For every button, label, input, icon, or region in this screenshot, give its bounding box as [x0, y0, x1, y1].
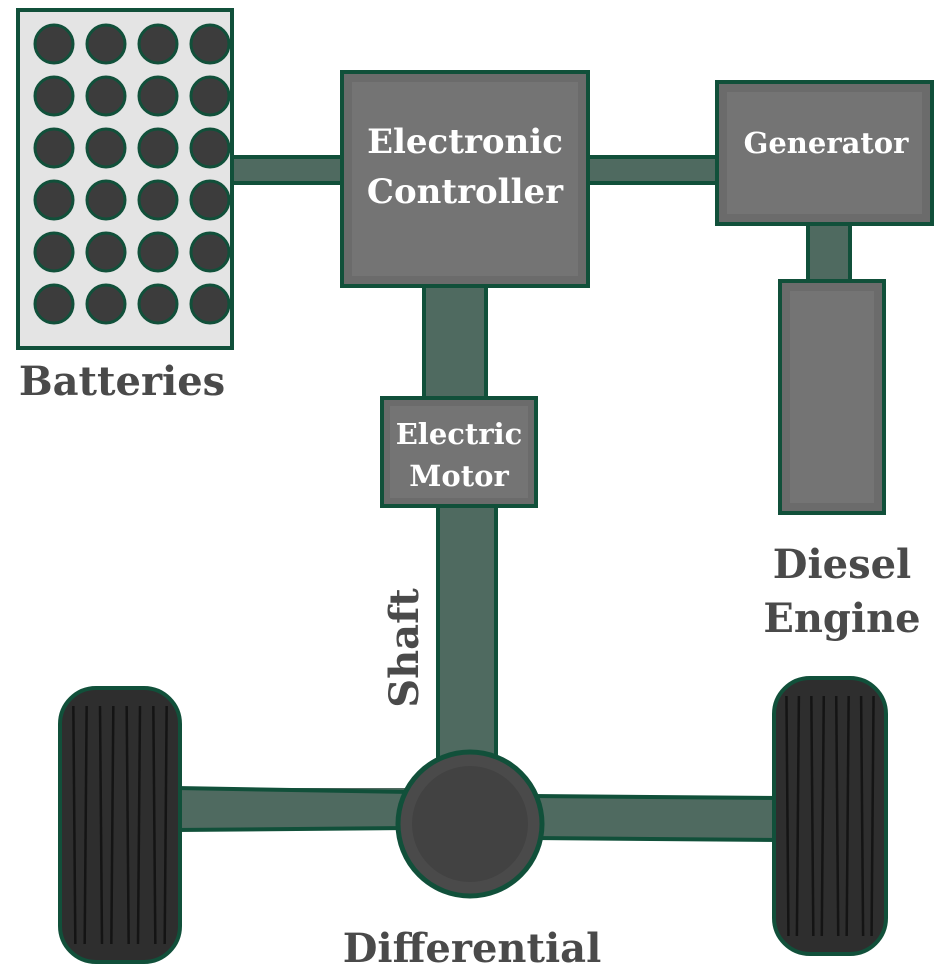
battery-cell [189, 75, 231, 117]
diesel-engine-block [778, 279, 886, 515]
batteries-label: Batteries [19, 358, 225, 405]
tread-line [98, 705, 104, 945]
tread-line [136, 705, 142, 945]
axle-right [532, 796, 780, 840]
tread-line [810, 695, 815, 937]
battery-cell [85, 179, 127, 221]
wheel-left [58, 686, 182, 964]
connector-controller-generator [585, 157, 721, 183]
battery-cell [33, 231, 75, 273]
battery-cell [137, 75, 179, 117]
tread-line [125, 705, 130, 945]
battery-cell [85, 283, 127, 325]
connector-controller-motor [424, 285, 486, 400]
generator-label: Generator [744, 126, 910, 160]
tread-line [785, 695, 790, 937]
tread-line [83, 705, 88, 945]
battery-cell [33, 283, 75, 325]
tread-line [152, 705, 157, 945]
tread-line [110, 705, 115, 945]
axle-left [176, 788, 412, 830]
tread-line [163, 705, 168, 945]
battery-cell [137, 283, 179, 325]
electric-motor-block: Electric Motor [380, 396, 538, 508]
connector-battery-controller [230, 157, 346, 183]
battery-cell [85, 23, 127, 65]
battery-cell [189, 179, 231, 221]
battery-cell [189, 127, 231, 169]
battery-cell [85, 127, 127, 169]
differential-label: Differential [343, 925, 602, 972]
battery-cell [85, 231, 127, 273]
electric-motor-label-line1: Electric [396, 417, 523, 451]
battery-cell [137, 23, 179, 65]
battery-cell [189, 283, 231, 325]
battery-cell [137, 127, 179, 169]
battery-cell [85, 75, 127, 117]
tread-line [859, 695, 865, 937]
shaft-bar [438, 506, 496, 768]
generator-block: Generator [715, 80, 934, 226]
diesel-engine-label-line2: Engine [763, 595, 920, 642]
differential-inner [412, 766, 528, 882]
tread-line [820, 695, 826, 937]
shaft-label: Shaft [381, 588, 428, 708]
tread-line [870, 695, 875, 937]
tread-left [72, 705, 168, 945]
battery-cell [137, 179, 179, 221]
battery-cell [189, 231, 231, 273]
battery-cell [33, 127, 75, 169]
connectors [175, 155, 852, 842]
battery-cell [189, 23, 231, 65]
battery-cell [137, 231, 179, 273]
batteries-pack [16, 8, 234, 350]
electronic-controller-block: Electronic Controller [340, 70, 590, 288]
diesel-engine-label-line1: Diesel [773, 541, 912, 588]
electronic-controller-label-line1: Electronic [367, 122, 563, 162]
tread-line [72, 705, 77, 945]
wheel-right [772, 676, 888, 956]
battery-cell [33, 23, 75, 65]
battery-cells [33, 23, 231, 325]
battery-cell [33, 75, 75, 117]
tread-right [785, 695, 875, 937]
electric-motor-label-line2: Motor [409, 459, 509, 493]
tread-line [834, 695, 840, 937]
battery-cell [33, 179, 75, 221]
electronic-controller-label-line2: Controller [367, 172, 564, 212]
tread-line [845, 695, 850, 937]
tread-line [795, 695, 801, 937]
connector-generator-engine [808, 222, 850, 284]
